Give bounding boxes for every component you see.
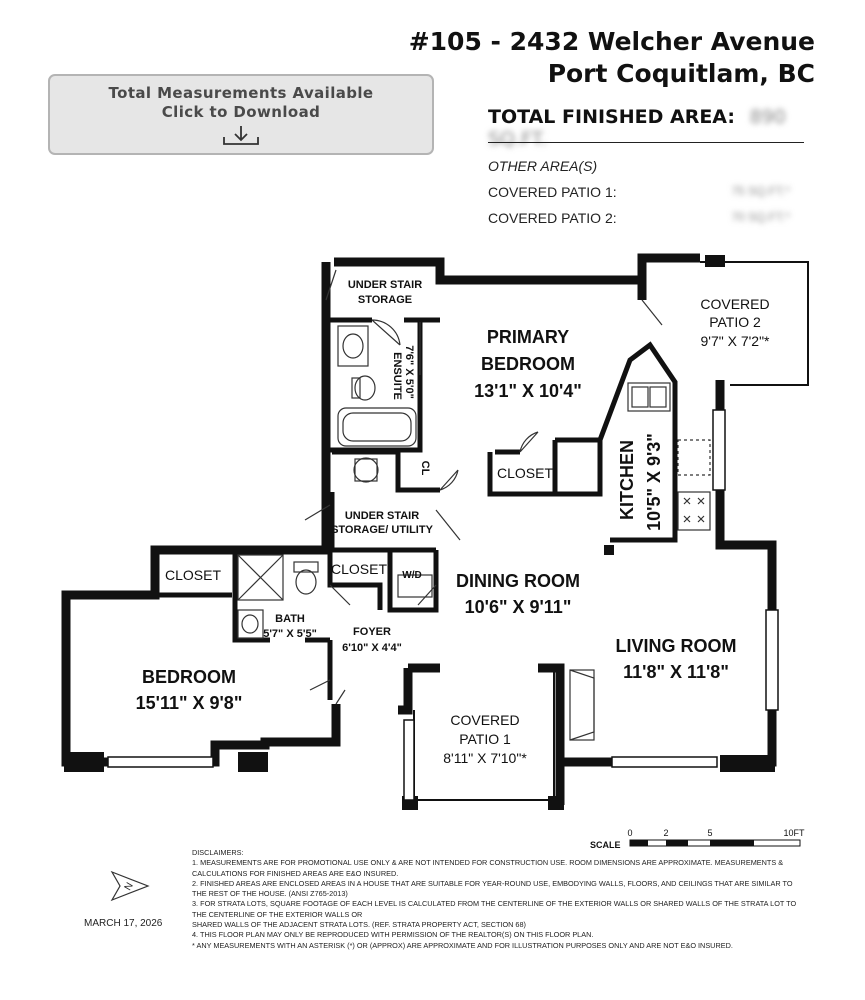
living-room-dims: 11'8" X 11'8" [623,662,729,682]
disclaimer-title: DISCLAIMERS: [192,848,244,857]
utility-label-1: UNDER STAIR [345,510,419,522]
primary-bedroom-label-2: BEDROOM [481,354,575,374]
disclaimer-item: * ANY MEASUREMENTS WITH AN ASTERISK (*) … [192,940,733,950]
cl-label: CL [419,461,431,476]
covered-patio-2-label-2: PATIO 2 [709,314,761,330]
scale-tick: 0 [627,828,632,838]
under-stair-storage-label-2: STORAGE [358,294,412,306]
ensuite-dims: 7'6" X 5'0" [403,345,415,399]
header-divider [488,142,804,143]
disclaimer-item: 3. FOR STRATA LOTS, SQUARE FOOTAGE OF EA… [192,899,797,919]
windows [107,409,779,801]
covered-patio-2-label-1: COVERED [700,296,769,312]
bedroom-label: BEDROOM [142,667,236,687]
living-room-label: LIVING ROOM [616,636,737,656]
covered-patio-1-dims: 8'11" X 7'10"* [443,750,527,766]
address-line-2: Port Coquitlam, BC [547,59,815,88]
disclaimer-item: 2. FINISHED AREAS ARE ENCLOSED AREAS IN … [192,878,793,899]
covered-patio-1-label-1: COVERED [450,712,519,728]
foyer-dims: 6'10" X 4'4" [342,642,402,654]
bedroom-dims: 15'11" X 9'8" [136,693,243,713]
scale-tick: 5 [707,828,712,838]
foyer-closet-label: CLOSET [331,561,387,577]
utility-label-2: STORAGE/ UTILITY [331,524,434,536]
interior-walls [155,317,678,700]
bath-label: BATH [275,613,305,625]
washer-dryer-label: W/D [402,570,421,581]
disclaimer-item: 1. MEASUREMENTS ARE FOR PROMOTIONAL USE … [192,858,784,878]
under-stair-storage-label-1: UNDER STAIR [348,279,422,291]
scale-tick: 2 [663,828,668,838]
other-area-row: COVERED PATIO 1: 75 SQ.FT.* [488,184,798,200]
fixtures [237,325,711,741]
dining-room-dims: 10'6" X 9'11" [465,597,572,617]
dining-room-label: DINING ROOM [456,571,580,591]
doors [304,269,663,705]
primary-bedroom-label-1: PRIMARY [487,327,569,347]
north-label: N [123,881,136,893]
property-address: #105 - 2432 Welcher Avenue Port Coquitla… [395,26,815,90]
covered-patio-2-dims: 9'7" X 7'2"* [701,333,771,349]
bath-dims: 5'7" X 5'5" [263,628,317,640]
primary-closet-label: CLOSET [497,465,553,481]
disclaimer-item: SHARED WALLS OF THE ADJACENT STRATA LOTS… [192,920,526,930]
scale-label: SCALE [590,840,621,850]
download-arrow-icon [223,126,259,145]
address-line-1: #105 - 2432 Welcher Avenue [408,27,815,56]
other-area-row: COVERED PATIO 2: 70 SQ.FT.* [488,210,798,226]
bedroom-closet-label: CLOSET [165,567,221,583]
kitchen-label: KITCHEN [617,440,637,520]
plan-date: MARCH 17, 2026 [84,918,163,929]
foyer-label: FOYER [353,626,391,638]
other-areas-heading: OTHER AREA(S) [488,158,598,174]
disclaimers: DISCLAIMERS: 1. MEASUREMENTS ARE FOR PRO… [192,848,804,951]
other-area-label: COVERED PATIO 1: [488,184,617,200]
download-line-2: Click to Download [161,103,321,121]
north-arrow-icon: N [110,870,150,902]
scale-bar: SCALE 0 2 5 10FT [590,828,805,850]
download-line-1: Total Measurements Available [108,84,374,102]
kitchen-dims: 10'5" X 9'3" [644,433,664,531]
covered-patio-1-label-2: PATIO 1 [459,731,511,747]
ensuite-label: ENSUITE [391,352,403,400]
primary-bedroom-dims: 13'1" X 10'4" [474,381,582,401]
total-finished-area: TOTAL FINISHED AREA: 890 SQ.FT. [488,106,806,150]
total-area-label: TOTAL FINISHED AREA: [488,106,735,128]
floor-plan: UNDER STAIR STORAGE PRIMARY BEDROOM 13'1… [61,253,809,810]
total-area-value: 890 SQ.FT. [488,106,786,150]
scale-tick: 10FT [783,828,805,838]
other-area-value: 75 SQ.FT.* [731,184,790,198]
other-area-label: COVERED PATIO 2: [488,210,617,226]
disclaimer-item: 4. THIS FLOOR PLAN MAY ONLY BE REPRODUCE… [192,930,594,940]
other-area-value: 70 SQ.FT.* [731,210,790,224]
download-measurements-button[interactable]: Total Measurements Available Click to Do… [48,74,434,155]
